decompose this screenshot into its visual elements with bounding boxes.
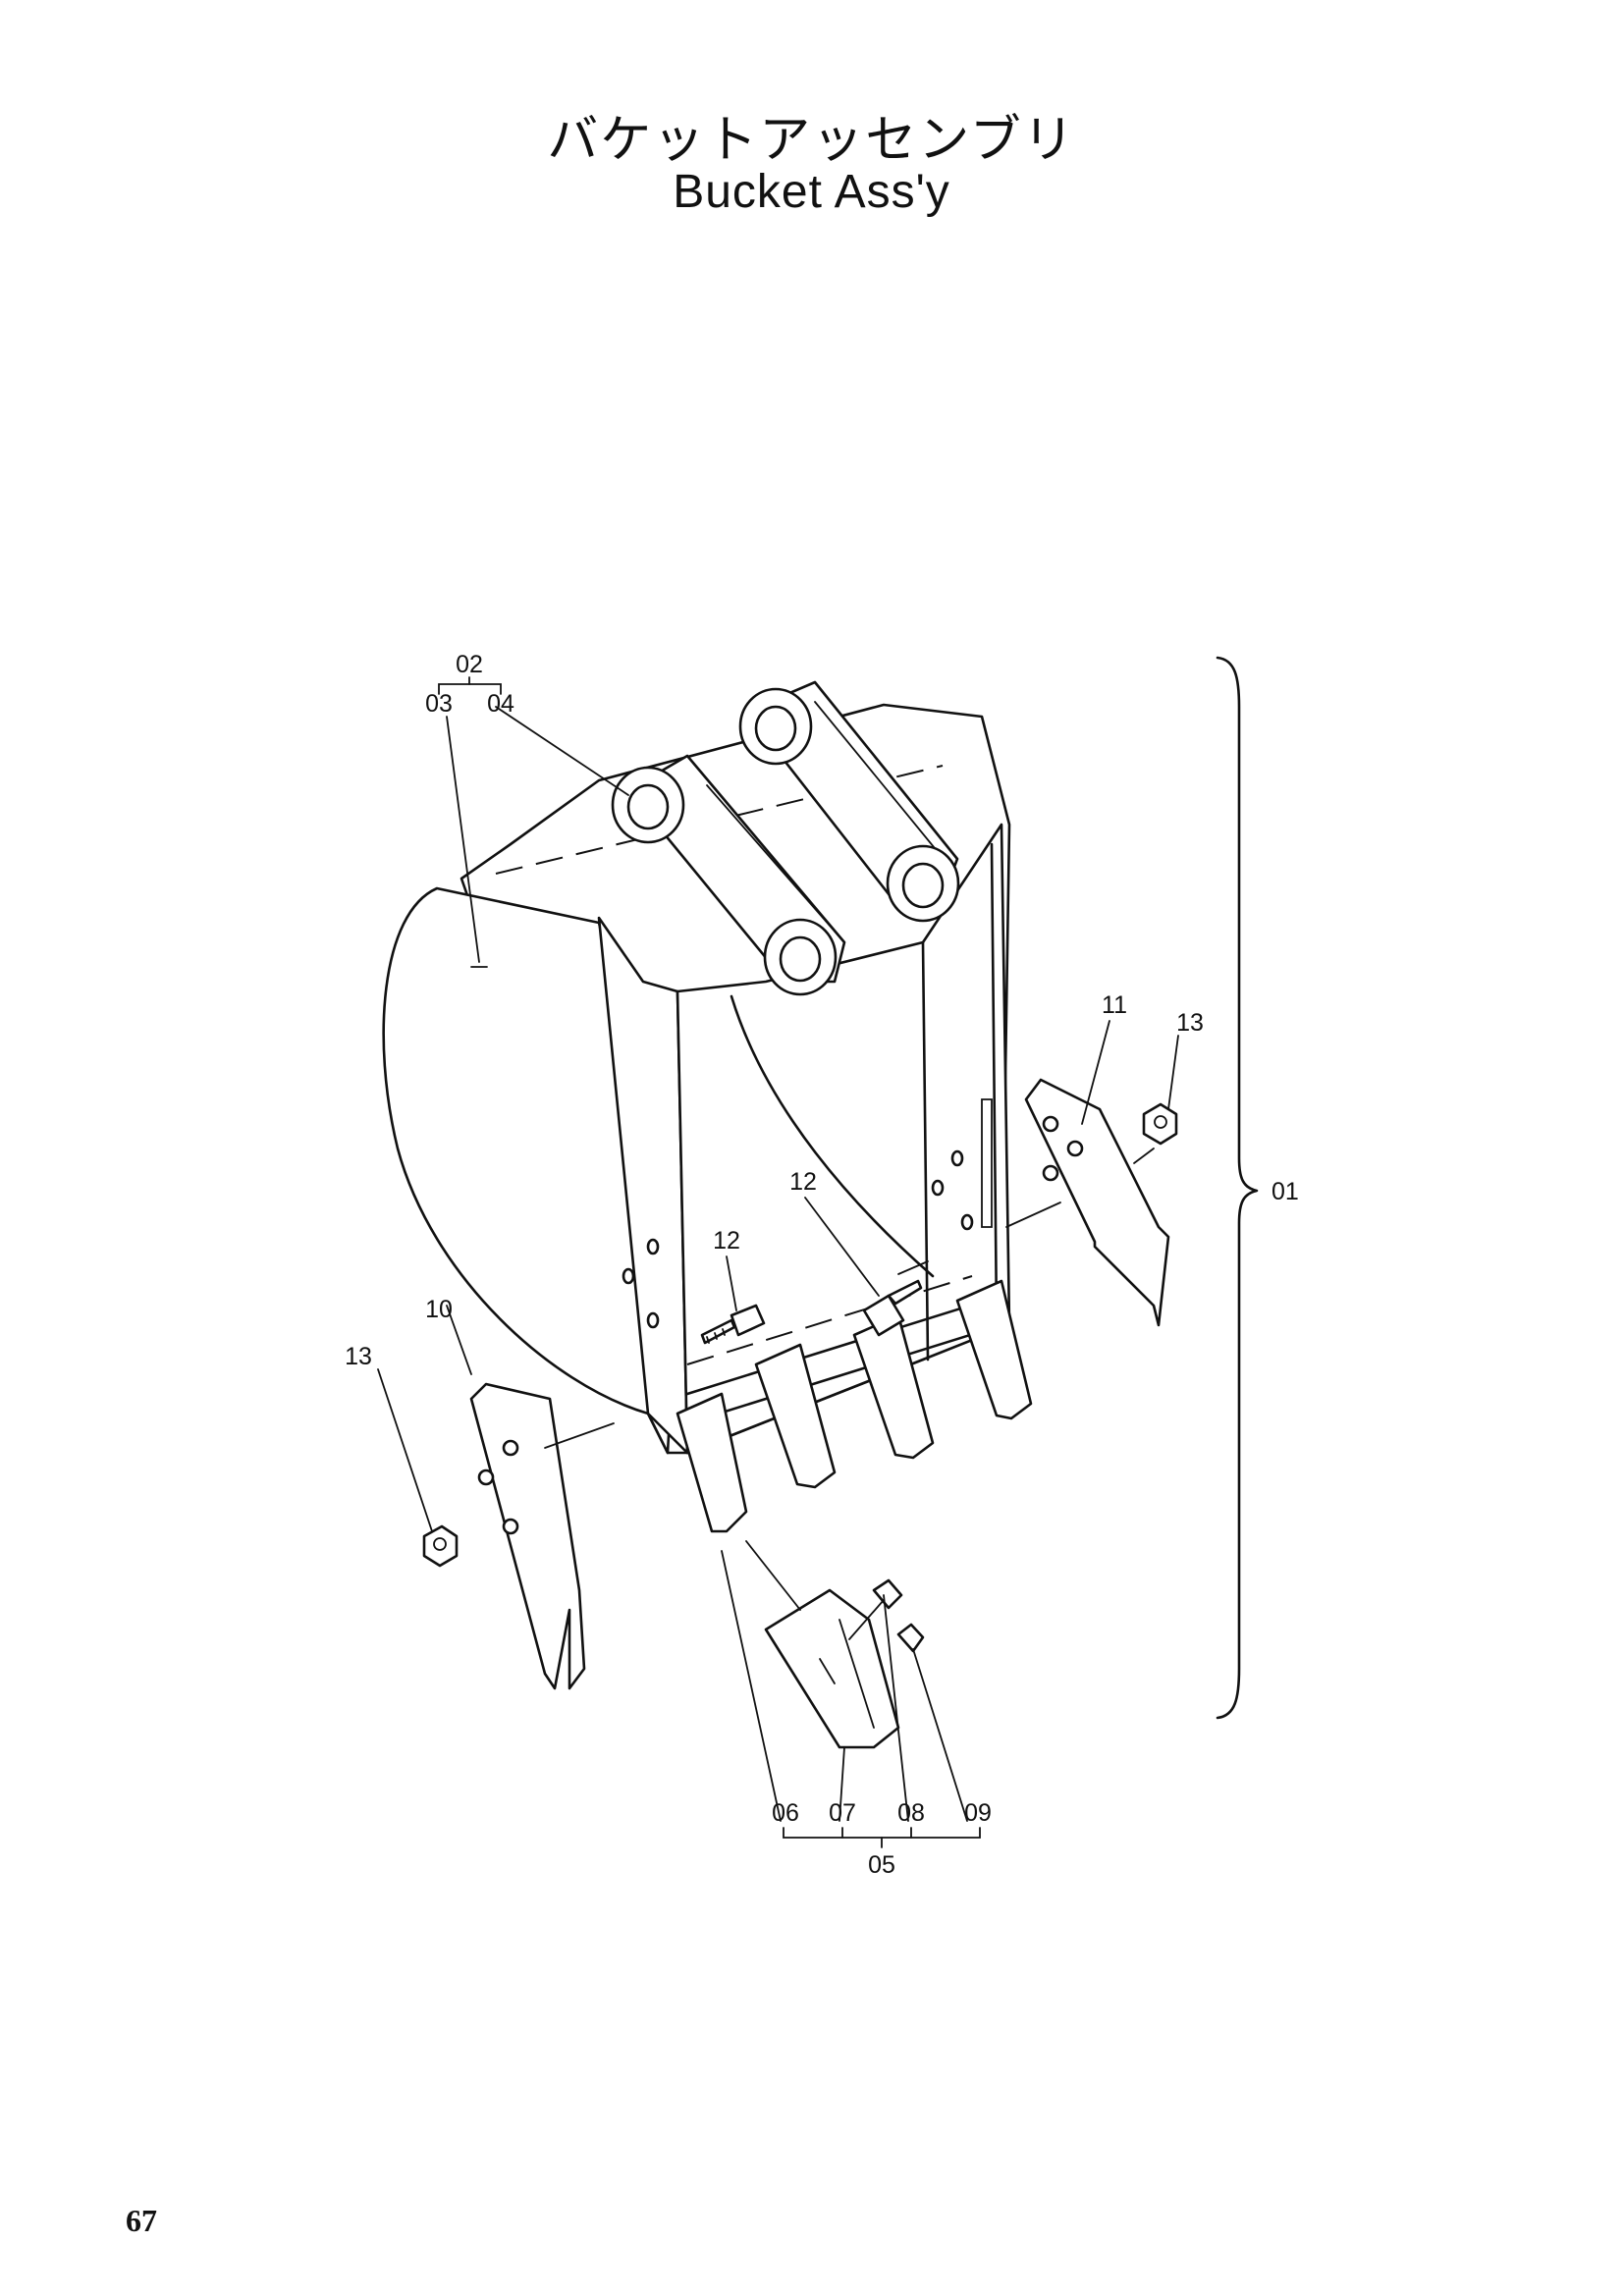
- leader-lines: [377, 706, 1179, 1822]
- pin-boss-upper-left: [611, 766, 685, 844]
- brace-01: [1216, 656, 1259, 1720]
- pin-boss-upper-right: [738, 687, 813, 766]
- callout-13-right: 13: [1176, 1009, 1204, 1037]
- callout-11: 11: [1102, 991, 1127, 1019]
- group-bracket-05: [783, 1827, 981, 1848]
- title-japanese: バケットアッセンブリ: [547, 111, 1076, 170]
- title-english: Bucket Ass'y: [673, 166, 950, 218]
- tooth-point: [764, 1588, 900, 1749]
- tooth-adapters: [676, 1279, 1033, 1533]
- callout-12-left: 12: [713, 1227, 740, 1255]
- callout-04: 04: [487, 690, 514, 718]
- tooth-lock-rubber: [896, 1623, 925, 1653]
- callout-02: 02: [456, 651, 483, 678]
- callout-10: 10: [425, 1296, 453, 1323]
- pin-boss-lower-left: [763, 918, 838, 996]
- callout-03: 03: [425, 690, 453, 718]
- page-number: 67: [126, 2203, 157, 2238]
- bracket-arms: [611, 680, 960, 996]
- callout-07: 07: [829, 1799, 856, 1827]
- tooth-lock-pin: [872, 1578, 903, 1610]
- callout-08: 08: [897, 1799, 925, 1827]
- pin-boss-lower-right: [886, 844, 960, 923]
- group-bracket-02: [438, 676, 502, 695]
- callout-labels: 02 03 04 11 13 01 12 12 10 13 06 07 08 0…: [345, 651, 1299, 1879]
- side-cutter-left: [469, 1382, 586, 1690]
- nut-right: [1142, 1102, 1178, 1146]
- side-cutter-right: [1024, 1078, 1170, 1327]
- callout-05: 05: [868, 1851, 895, 1879]
- callout-12-right: 12: [789, 1168, 817, 1196]
- bolt-right: [862, 1279, 923, 1337]
- callout-01: 01: [1271, 1178, 1299, 1205]
- bolt-left: [700, 1304, 766, 1345]
- callout-13-left: 13: [345, 1343, 372, 1370]
- callout-09: 09: [964, 1799, 992, 1827]
- nut-left: [422, 1524, 459, 1568]
- callout-06: 06: [772, 1799, 799, 1827]
